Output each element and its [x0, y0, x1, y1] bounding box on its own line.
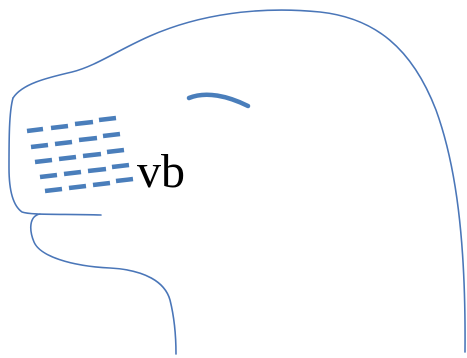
whisker-dash — [74, 119, 94, 127]
whisker-dash — [58, 154, 77, 162]
whisker-dash — [26, 126, 44, 134]
whisker-dash — [102, 131, 121, 139]
whisker-dash — [44, 186, 63, 194]
whisker-dash — [39, 172, 58, 180]
whisker-dash — [30, 142, 49, 150]
whisker-dash — [106, 147, 125, 155]
whisker-dash — [82, 151, 102, 159]
snout-outline — [8, 97, 102, 216]
whisker-dash — [92, 180, 111, 188]
whisker-dash — [50, 123, 69, 131]
whisker-dash-grid — [26, 115, 134, 194]
whisker-dash — [98, 115, 117, 123]
eye-mark — [186, 92, 251, 109]
whisker-dash — [63, 169, 82, 177]
whisker-dash — [111, 162, 130, 170]
whisker-dash — [115, 176, 134, 184]
jaw-outline — [30, 213, 177, 355]
whisker-dash — [78, 135, 98, 143]
whisker-dash — [34, 157, 53, 165]
whisker-dash — [68, 183, 87, 191]
whisker-dash — [87, 166, 107, 174]
head-outline-upper — [12, 9, 466, 353]
whisker-dash — [54, 139, 73, 147]
vb-label: vb — [137, 145, 185, 198]
